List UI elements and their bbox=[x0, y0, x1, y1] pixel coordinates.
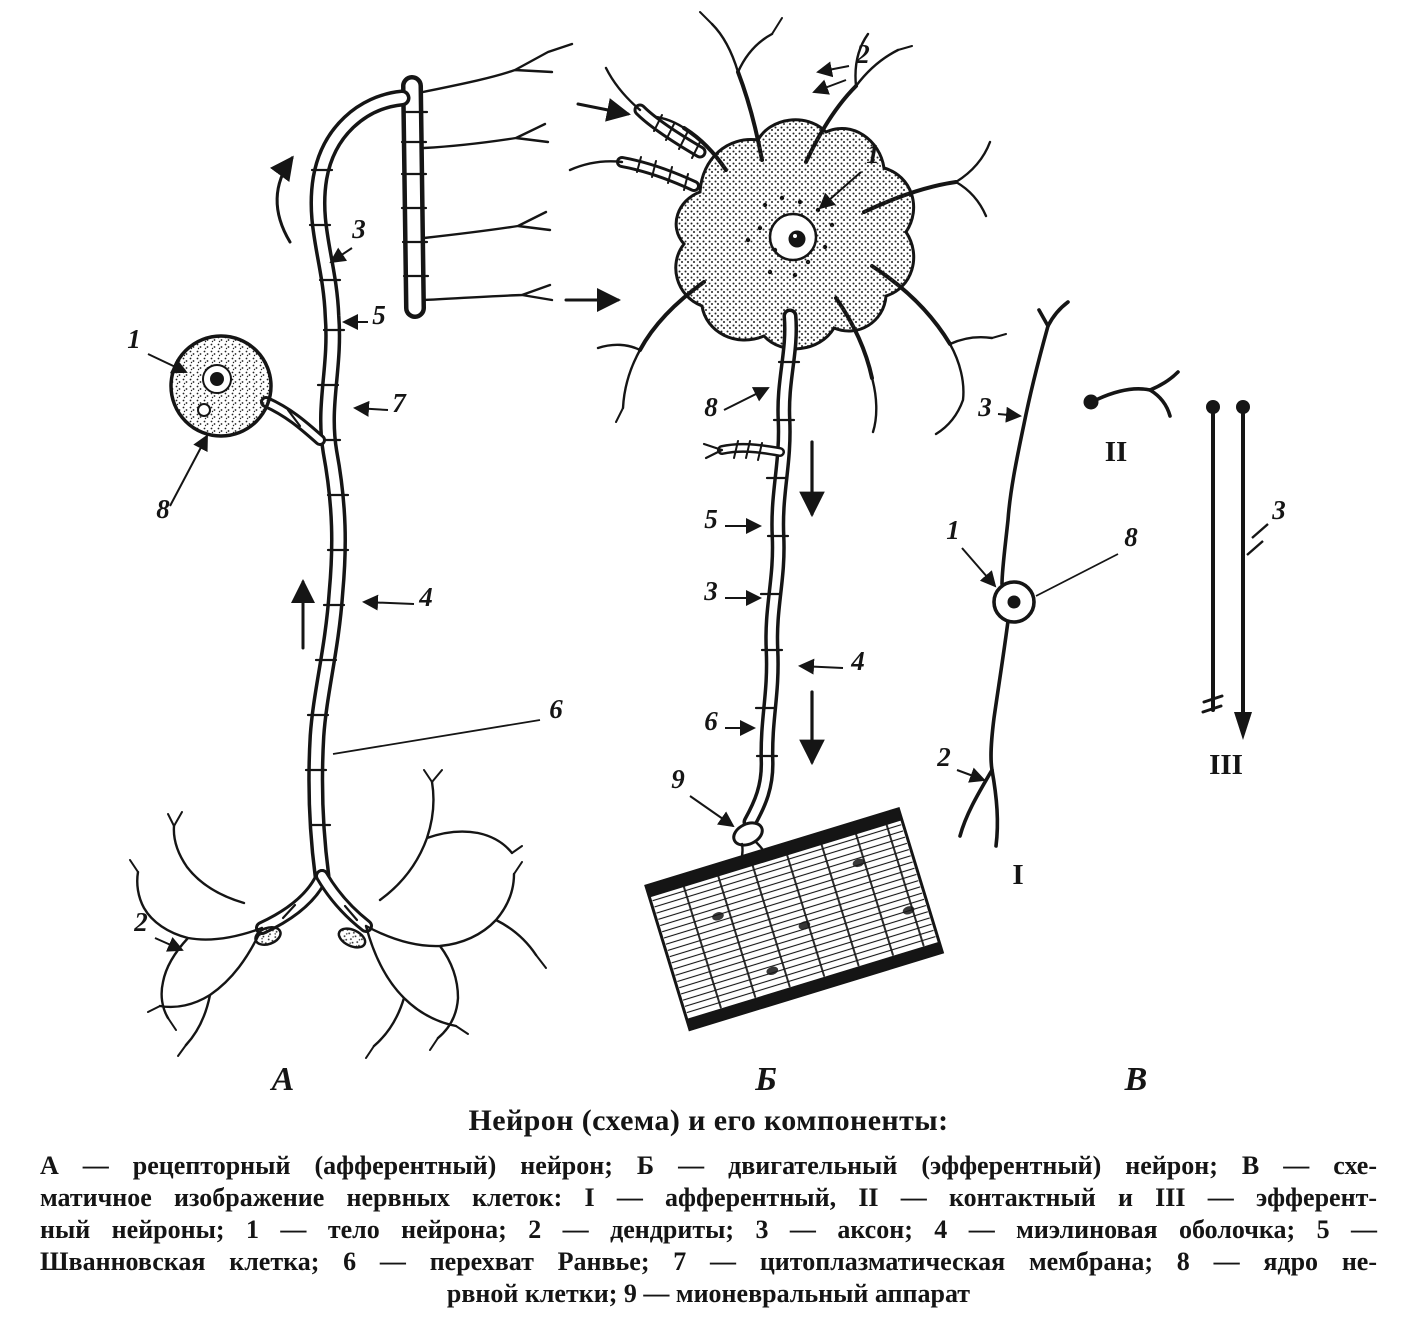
callout-v-1: 1 bbox=[946, 515, 960, 545]
caption-line-3: ный нейроны; 1 — тело нейрона; 2 — дендр… bbox=[40, 1215, 1377, 1244]
fiber-bottom-split bbox=[254, 869, 373, 949]
roman-numeral-i: I bbox=[1012, 859, 1023, 891]
roman-numeral-ii: II bbox=[1105, 436, 1128, 468]
afferent-neuron-i bbox=[958, 300, 1070, 848]
callout-numbers: 1 8 3 5 7 4 6 2 2 1 8 5 3 4 6 9 3 1 8 2 … bbox=[127, 39, 1286, 937]
callout-b-9: 9 bbox=[671, 764, 685, 794]
nucleus-a bbox=[210, 372, 224, 386]
down-arrowhead-iii bbox=[1234, 712, 1252, 740]
section-letter-v: В bbox=[1124, 1061, 1148, 1098]
soma-stipple-dots bbox=[745, 195, 835, 278]
callout-a-2: 2 bbox=[133, 907, 148, 937]
section-letter-b: Б bbox=[754, 1061, 777, 1098]
impulse-arrow-to-b-top bbox=[576, 98, 631, 122]
callout-v-3a: 3 bbox=[977, 392, 992, 422]
callout-b-8: 8 bbox=[704, 392, 718, 422]
caption-line-2: матичное изображение нервных клеток: I —… bbox=[40, 1183, 1377, 1212]
caption-line-4: Шванновская клетка; 6 — перехват Ранвье;… bbox=[40, 1247, 1377, 1276]
callout-a-3: 3 bbox=[351, 214, 366, 244]
dendritic-tree-left bbox=[129, 811, 264, 1057]
callout-a-4: 4 bbox=[418, 582, 433, 612]
callout-v-3b: 3 bbox=[1271, 495, 1286, 525]
callout-a-8: 8 bbox=[156, 494, 170, 524]
callout-b-2: 2 bbox=[855, 39, 870, 69]
callout-a-1: 1 bbox=[127, 324, 141, 354]
section-labels: А Б В I II III bbox=[270, 436, 1243, 1098]
section-letter-a: А bbox=[270, 1061, 295, 1098]
callout-b-6: 6 bbox=[704, 706, 718, 736]
callout-v-2: 2 bbox=[936, 742, 951, 772]
motor-neuron-b bbox=[568, 11, 1007, 1032]
ranvier-node-ticks-a bbox=[304, 168, 350, 827]
impulse-arrows-a bbox=[269, 155, 315, 650]
callout-b-5: 5 bbox=[704, 504, 718, 534]
figure-title: Нейрон (схема) и его компоненты: bbox=[468, 1104, 949, 1137]
callout-v-8: 8 bbox=[1124, 522, 1138, 552]
contact-neuron-ii bbox=[1083, 370, 1180, 418]
muscle-fiber bbox=[644, 806, 945, 1032]
callout-a-5: 5 bbox=[372, 300, 386, 330]
callout-b-3: 3 bbox=[703, 576, 718, 606]
figure-caption: А — рецепторный (афферентный) нейрон; Б … bbox=[40, 1150, 1377, 1310]
callout-b-4: 4 bbox=[850, 646, 865, 676]
ranvier-node-ticks-b bbox=[754, 360, 801, 758]
callout-a-7: 7 bbox=[392, 388, 407, 418]
callout-b-1: 1 bbox=[866, 139, 880, 169]
axon-b bbox=[702, 308, 801, 830]
callout-a-6: 6 bbox=[549, 694, 563, 724]
myelinated-fiber-a bbox=[304, 89, 411, 885]
nucleolus-b bbox=[788, 230, 806, 248]
dendritic-tree-right bbox=[364, 769, 547, 1059]
schematic-neurons-v bbox=[958, 300, 1252, 848]
efferent-neuron-iii bbox=[1201, 400, 1252, 740]
callout-leaders bbox=[147, 61, 1269, 952]
caption-line-1: А — рецепторный (афферентный) нейрон; Б … bbox=[40, 1151, 1377, 1180]
receptor-neuron-a bbox=[129, 42, 631, 1059]
axon-bundle-top bbox=[400, 42, 631, 319]
caption-line-5: рвной клетки; 9 — мионевральный аппарат bbox=[446, 1279, 971, 1308]
cell-body-a bbox=[169, 334, 326, 446]
roman-numeral-iii: III bbox=[1209, 749, 1243, 781]
nucleus-i bbox=[1007, 595, 1021, 609]
